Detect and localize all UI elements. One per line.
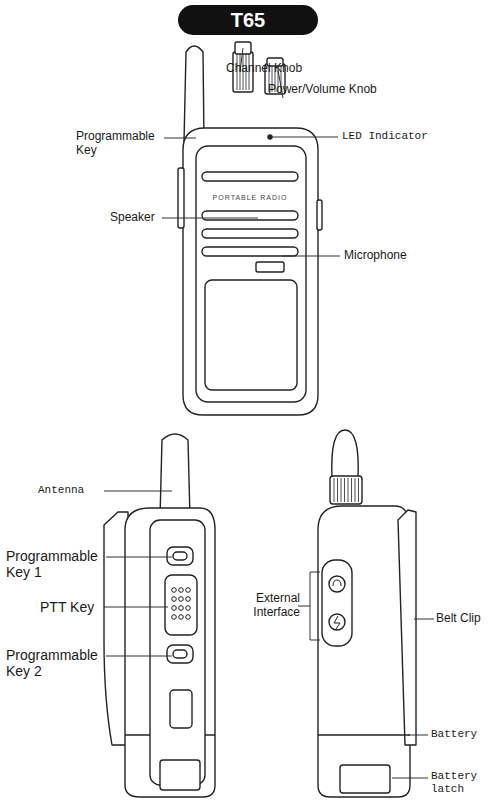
left-side-view-part-part (179, 588, 184, 593)
leader-lines-part (408, 735, 428, 736)
front-view-part (202, 211, 298, 220)
right-side-view-part (340, 765, 390, 793)
part-label: Battery (431, 728, 486, 741)
part-label: Programmable Key (76, 130, 164, 158)
right-side-view-part (332, 430, 358, 478)
model-title: T65 (178, 9, 318, 32)
leader-lines-part (164, 138, 196, 139)
left-side-view-part-part (172, 615, 177, 620)
front-view-part (268, 135, 272, 139)
part-label: Antenna (38, 484, 108, 497)
front-view-part (202, 247, 298, 256)
right-side-view-part (318, 506, 410, 797)
right-side-view-part (333, 580, 341, 586)
left-side-view-part (173, 650, 187, 658)
part-label: Power/Volume Knob (268, 83, 418, 97)
part-label: External Interface (238, 592, 300, 620)
right-side-view-part-part (351, 478, 352, 502)
left-side-view-part-part (172, 588, 177, 593)
right-side-view-part-part (341, 478, 342, 502)
left-side-view-part-part (179, 615, 184, 620)
left-side-view-part-part (186, 588, 191, 593)
right-side-view-part-part (334, 478, 335, 502)
part-label: Programmable Key 1 (6, 548, 106, 580)
left-side-view-part-part (186, 597, 191, 602)
part-label: Programmable Key 2 (6, 647, 106, 679)
leader-lines-part (106, 557, 172, 558)
right-side-view-part-part (348, 478, 349, 502)
front-view-part (205, 280, 297, 390)
left-side-view-part (167, 547, 193, 565)
leader-lines-part (104, 607, 168, 608)
front-view-part (317, 200, 322, 230)
leader-lines-part (282, 256, 340, 257)
front-view-part (178, 168, 184, 228)
right-side-view-part (330, 476, 362, 504)
left-side-view-part-part (172, 606, 177, 611)
left-side-view-part-part (186, 606, 191, 611)
leader-lines-part (392, 778, 428, 779)
right-side-view-part (334, 616, 340, 629)
front-view-part (202, 229, 298, 238)
part-label: Speaker (110, 211, 170, 225)
leader-lines-part (106, 656, 172, 657)
part-label: Microphone (344, 249, 444, 263)
front-view-part (196, 146, 306, 402)
left-side-view (104, 434, 215, 797)
leader-lines-part (272, 137, 338, 138)
right-side-view-part-part (358, 478, 359, 502)
leader-lines-part (104, 491, 172, 492)
leader-lines-part (414, 619, 434, 620)
title-pill-part (178, 5, 318, 35)
part-label: LED Indicator (342, 130, 482, 143)
right-side-view-part (334, 478, 359, 502)
front-view-part (256, 262, 284, 272)
right-side-view-part-part (355, 478, 356, 502)
left-side-view-part (165, 575, 197, 635)
right-side-view-part (329, 614, 345, 630)
front-view-part (183, 128, 318, 415)
left-side-view-part (160, 434, 190, 518)
left-side-view-part-part (186, 615, 191, 620)
left-side-view-part (173, 552, 187, 560)
right-side-view-part-part (344, 478, 345, 502)
part-label: Channel Knob (226, 62, 336, 76)
left-side-view-part (150, 520, 205, 785)
left-side-view-part (167, 645, 193, 663)
left-side-view-part-part (172, 597, 177, 602)
right-side-view-part-part (337, 478, 338, 502)
part-label: Battery latch (431, 770, 486, 795)
right-side-view-part (398, 510, 416, 745)
part-label: PTT Key (40, 599, 110, 615)
leader-lines (104, 48, 434, 778)
right-side-view-part (318, 734, 410, 735)
left-side-view-part (172, 588, 191, 620)
front-view-part (202, 172, 298, 181)
left-side-view-part-part (179, 606, 184, 611)
leader-lines-part (310, 572, 320, 640)
title-pill (178, 5, 318, 35)
left-side-view-part (125, 508, 215, 797)
left-side-view-part-part (179, 597, 184, 602)
leader-lines-part (162, 218, 258, 219)
left-side-view-part (160, 760, 200, 790)
panel-print: PORTABLE RADIO (202, 194, 298, 202)
front-view (178, 42, 322, 415)
right-side-view (318, 430, 416, 797)
part-label: Belt Clip (436, 612, 486, 626)
right-side-view-part (329, 576, 345, 592)
left-side-view-part (170, 690, 192, 728)
right-side-view-part (322, 560, 352, 646)
